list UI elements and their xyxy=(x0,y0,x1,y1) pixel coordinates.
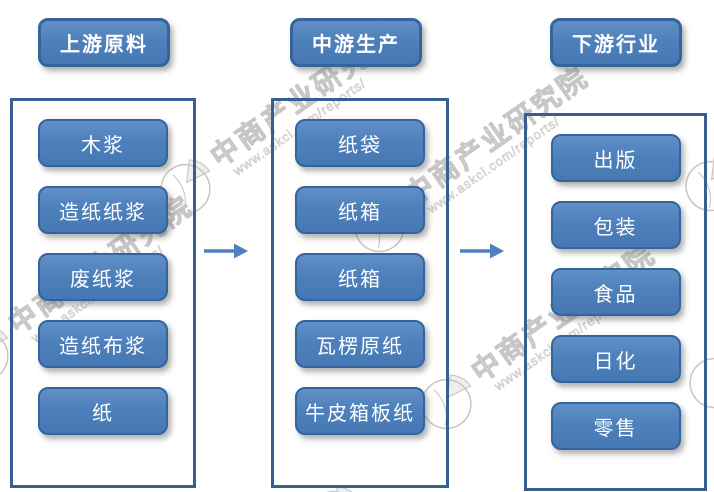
node-kraft-linerboard: 牛皮箱板纸 xyxy=(295,387,425,435)
header-upstream: 上游原料 xyxy=(38,18,170,67)
node-carton-1: 纸箱 xyxy=(295,186,425,234)
header-downstream: 下游行业 xyxy=(550,18,682,67)
node-packaging: 包装 xyxy=(550,201,681,249)
node-food: 食品 xyxy=(550,268,681,316)
node-wood-pulp: 木浆 xyxy=(38,119,168,167)
midstream-container: 纸袋 纸箱 纸箱 瓦楞原纸 牛皮箱板纸 xyxy=(271,98,449,488)
node-waste-paper-pulp: 废纸浆 xyxy=(38,253,168,301)
header-midstream: 中游生产 xyxy=(290,18,422,67)
node-paper-bag: 纸袋 xyxy=(295,119,425,167)
node-daily-chem: 日化 xyxy=(550,335,681,383)
node-corrugated-paper: 瓦楞原纸 xyxy=(295,320,425,368)
arrow-upstream-to-midstream xyxy=(203,242,249,260)
node-papermaking-pulp: 造纸纸浆 xyxy=(38,186,168,234)
node-carton-2: 纸箱 xyxy=(295,253,425,301)
node-retail: 零售 xyxy=(550,402,681,450)
node-cloth-pulp: 造纸布浆 xyxy=(38,320,168,368)
node-paper: 纸 xyxy=(38,387,168,435)
node-publishing: 出版 xyxy=(550,134,681,182)
downstream-container: 出版 包装 食品 日化 零售 xyxy=(524,113,707,491)
arrow-midstream-to-downstream xyxy=(459,242,505,260)
upstream-container: 木浆 造纸纸浆 废纸浆 造纸布浆 纸 xyxy=(10,98,196,488)
